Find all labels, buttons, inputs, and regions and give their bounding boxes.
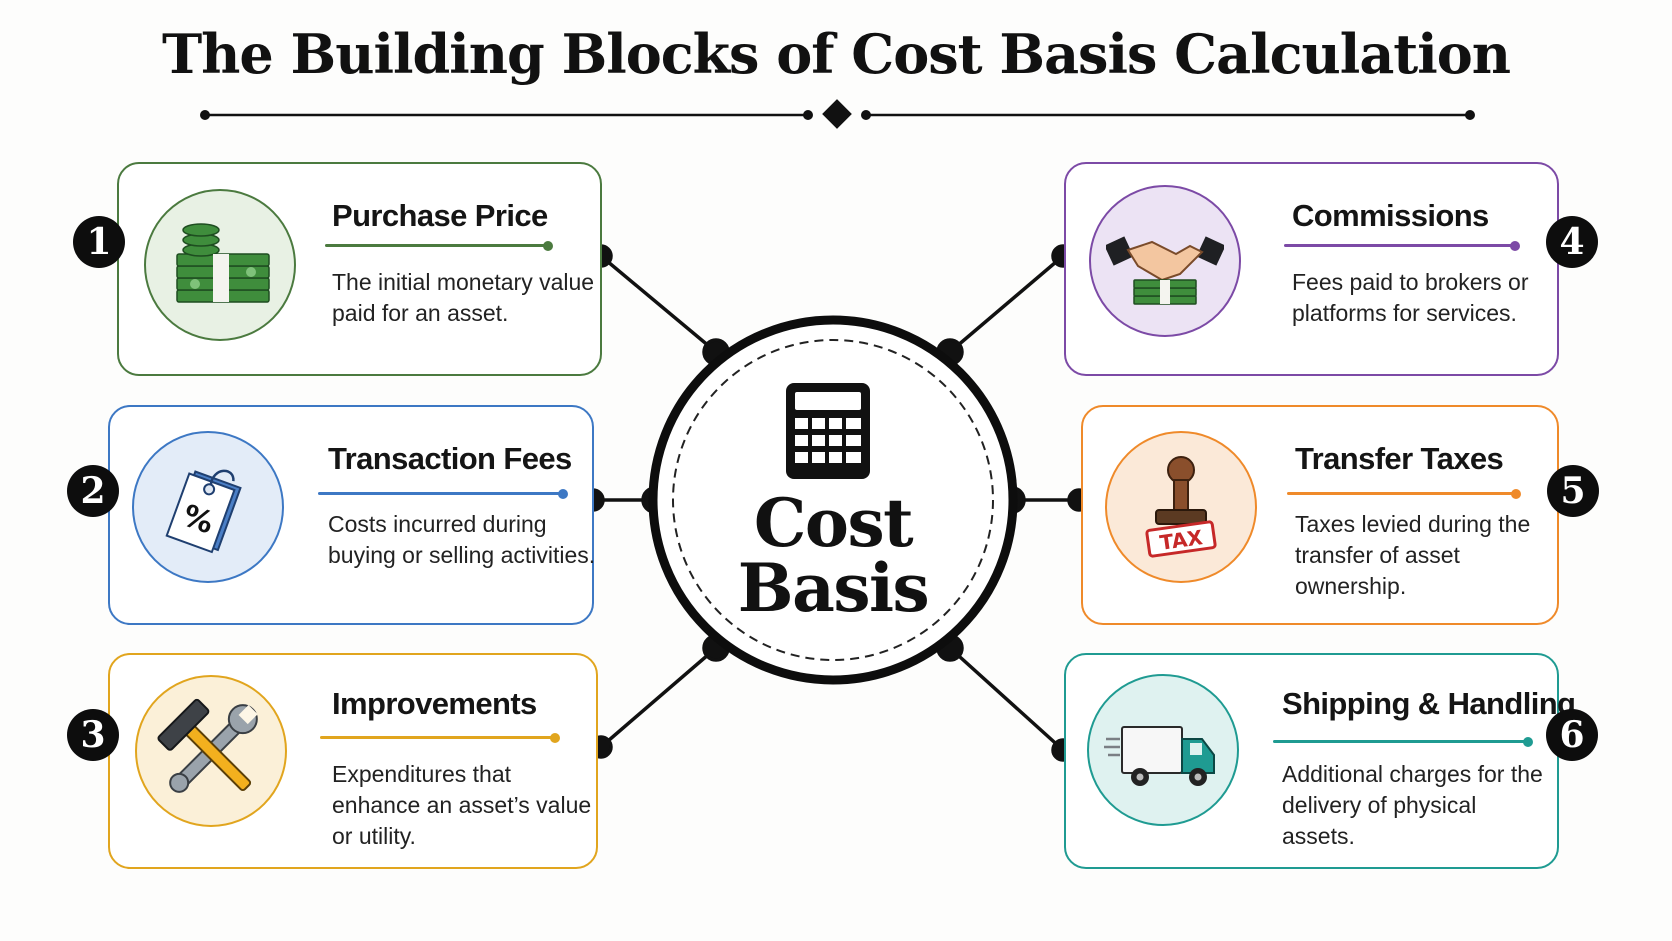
delivery-truck-icon — [1087, 674, 1239, 826]
card-shipping-handling: Shipping & Handling Additional charges f… — [1064, 653, 1576, 869]
money-stack-icon — [144, 189, 296, 341]
card-improvements: Improvements Expenditures that enhance a… — [108, 653, 598, 869]
card-rule — [318, 488, 568, 499]
card-description: Expenditures that enhance an asset’s val… — [332, 761, 592, 849]
page-title: The Building Blocks of Cost Basis Calcul… — [161, 22, 1511, 86]
card-rule — [1287, 488, 1521, 499]
card-description: Fees paid to brokers or platforms for se… — [1292, 269, 1529, 326]
card-purchase-price: Purchase Price The initial monetary valu… — [117, 162, 602, 376]
cost-basis-hub — [648, 315, 1018, 685]
card-rule — [325, 240, 553, 251]
card-title: Purchase Price — [332, 198, 548, 233]
calculator-icon — [786, 383, 870, 479]
hammer-wrench-icon — [135, 675, 287, 827]
step-badge-5: 5 — [1547, 465, 1599, 517]
card-title: Transaction Fees — [328, 441, 572, 476]
handshake-icon — [1089, 185, 1241, 337]
card-description: The initial monetary value paid for an a… — [332, 269, 595, 326]
card-description: Additional charges for the delivery of p… — [1282, 761, 1543, 849]
step-badge-2: 2 — [67, 465, 119, 517]
step-badge-4: 4 — [1546, 216, 1598, 268]
card-transaction-fees: % Transaction Fees Costs incurred during… — [108, 405, 595, 625]
step-badge-6: 6 — [1546, 709, 1598, 761]
card-description: Taxes levied during the transfer of asse… — [1295, 511, 1531, 599]
step-badge-1: 1 — [73, 216, 125, 268]
card-transfer-taxes: TAX Transfer Taxes Taxes levied during t… — [1081, 405, 1559, 625]
card-description: Costs incurred during buying or selling … — [328, 511, 596, 568]
card-rule — [1273, 736, 1533, 747]
card-title: Transfer Taxes — [1295, 441, 1504, 476]
hub-title-line-1: Cost — [753, 484, 914, 562]
card-title: Commissions — [1292, 198, 1489, 233]
percent-tag-icon: % — [132, 431, 284, 583]
title-divider — [200, 99, 1475, 129]
hub-title-line-2: Basis — [737, 549, 930, 627]
card-title: Shipping & Handling — [1282, 686, 1576, 721]
step-badge-3: 3 — [67, 709, 119, 761]
tax-stamp-icon: TAX — [1105, 431, 1257, 583]
card-rule — [1284, 240, 1520, 251]
card-title: Improvements — [332, 686, 537, 721]
card-commissions: Commissions Fees paid to brokers or plat… — [1064, 162, 1559, 376]
card-rule — [320, 732, 560, 743]
